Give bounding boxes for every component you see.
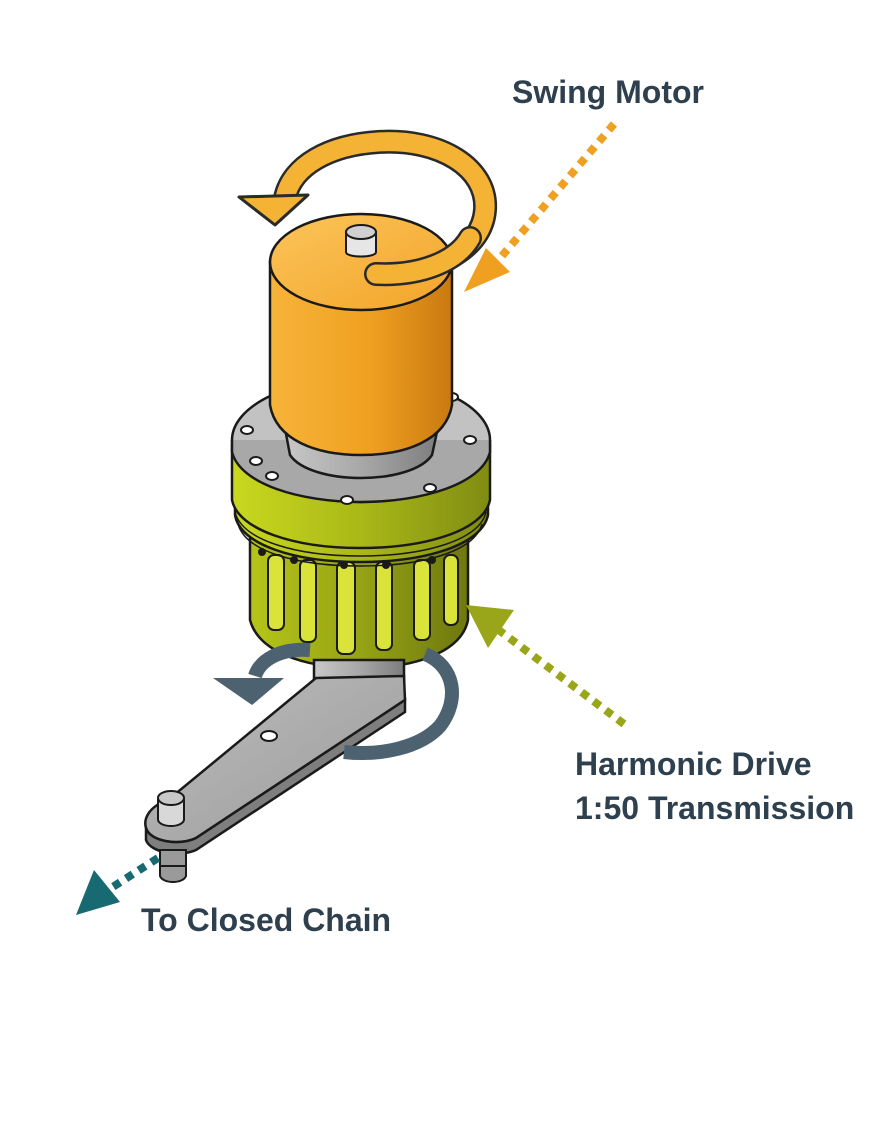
output-arm: [144, 658, 407, 883]
motor-rotation-arrow-front-icon: [364, 226, 482, 287]
swing-motor-label: Swing Motor: [512, 74, 704, 110]
swing-motor-leader-arrow: [464, 121, 618, 292]
transmission-ratio-label: 1:50 Transmission: [575, 790, 855, 826]
harmonic-drive-leader-arrow: [466, 605, 627, 728]
output-rotation-arrow-icon: [213, 642, 459, 760]
swing-motor-body: [268, 212, 454, 480]
closed-chain-label: To Closed Chain: [141, 902, 392, 938]
harmonic-drive-label: Harmonic Drive: [575, 746, 812, 782]
closed-chain-leader-arrow: [76, 854, 161, 915]
